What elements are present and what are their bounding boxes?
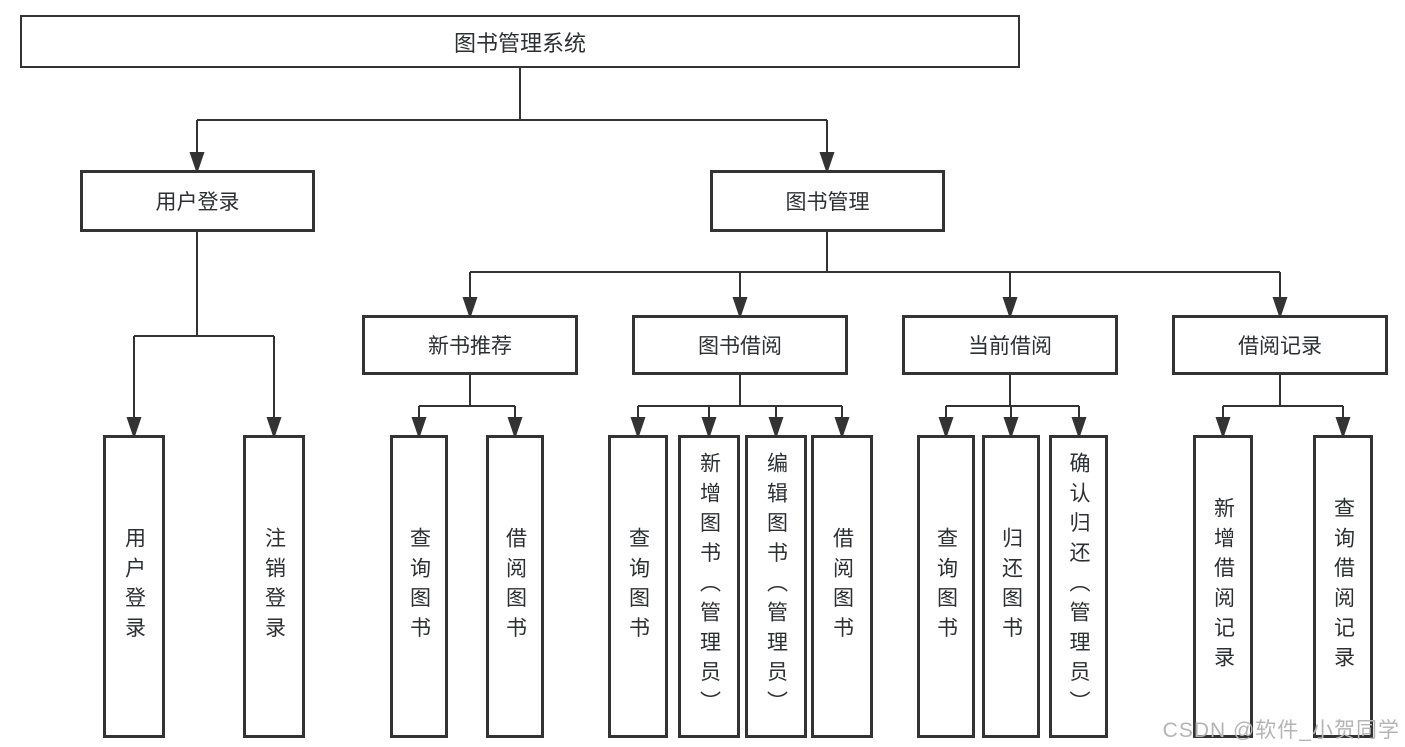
leaf-label: 注销登录 bbox=[262, 526, 286, 647]
node-book-management: 图书管理 bbox=[710, 170, 945, 232]
node-label: 图书借阅 bbox=[698, 335, 782, 358]
leaf-add-books-admin: 新增图书（管理员） bbox=[678, 435, 740, 738]
node-root-label: 图书管理系统 bbox=[453, 30, 586, 56]
node-label: 图书管理 bbox=[785, 191, 870, 214]
connector-current-to-leaves bbox=[938, 375, 1087, 439]
node-label: 借阅记录 bbox=[1238, 335, 1322, 358]
connector-borrow-to-leaves bbox=[630, 375, 850, 439]
leaf-label: 新增借阅记录 bbox=[1211, 497, 1235, 676]
connector-recommend-to-leaves bbox=[411, 375, 523, 439]
leaf-label: 新增图书（管理员） bbox=[697, 452, 721, 721]
connector-management-to-level3 bbox=[462, 232, 1288, 319]
leaf-query-books-borrow: 查询图书 bbox=[608, 435, 668, 738]
leaf-query-books-current: 查询图书 bbox=[917, 435, 975, 738]
node-current-borrow: 当前借阅 bbox=[902, 315, 1118, 375]
node-user-login: 用户登录 bbox=[80, 170, 315, 232]
leaf-label: 归还图书 bbox=[999, 526, 1023, 647]
leaf-label: 借阅图书 bbox=[830, 526, 854, 647]
leaf-edit-books-admin: 编辑图书（管理员） bbox=[745, 435, 807, 738]
csdn-watermark: CSDN @软件_小贺同学 bbox=[1162, 719, 1400, 742]
leaf-query-borrow-record: 查询借阅记录 bbox=[1313, 435, 1373, 738]
leaf-borrow-books: 借阅图书 bbox=[811, 435, 873, 738]
leaf-return-books: 归还图书 bbox=[982, 435, 1040, 738]
leaf-logout: 注销登录 bbox=[243, 435, 305, 738]
leaf-label: 查询图书 bbox=[934, 526, 958, 647]
leaf-confirm-return-admin: 确认归还（管理员） bbox=[1049, 435, 1108, 738]
connector-login-to-leaves bbox=[126, 232, 282, 439]
leaf-borrow-books-recommend: 借阅图书 bbox=[486, 435, 544, 738]
node-root-system: 图书管理系统 bbox=[20, 15, 1020, 68]
leaf-add-borrow-record: 新增借阅记录 bbox=[1193, 435, 1253, 738]
node-label: 新书推荐 bbox=[428, 335, 512, 358]
leaf-label: 借阅图书 bbox=[503, 526, 527, 647]
leaf-label: 用户登录 bbox=[122, 526, 146, 647]
leaf-user-login: 用户登录 bbox=[103, 435, 165, 738]
leaf-query-books-recommend: 查询图书 bbox=[390, 435, 448, 738]
node-label: 用户登录 bbox=[155, 191, 240, 214]
node-new-book-recommend: 新书推荐 bbox=[362, 315, 578, 375]
leaf-label: 编辑图书（管理员） bbox=[764, 452, 788, 721]
connector-root-to-level2 bbox=[189, 68, 835, 174]
leaf-label: 查询图书 bbox=[407, 526, 431, 647]
node-book-borrow: 图书借阅 bbox=[632, 315, 848, 375]
leaf-label: 确认归还（管理员） bbox=[1067, 452, 1090, 721]
leaf-label: 查询借阅记录 bbox=[1331, 497, 1355, 676]
leaf-label: 查询图书 bbox=[626, 526, 650, 647]
connector-records-to-leaves bbox=[1215, 375, 1351, 439]
node-label: 当前借阅 bbox=[968, 335, 1052, 358]
node-borrow-records: 借阅记录 bbox=[1172, 315, 1388, 375]
